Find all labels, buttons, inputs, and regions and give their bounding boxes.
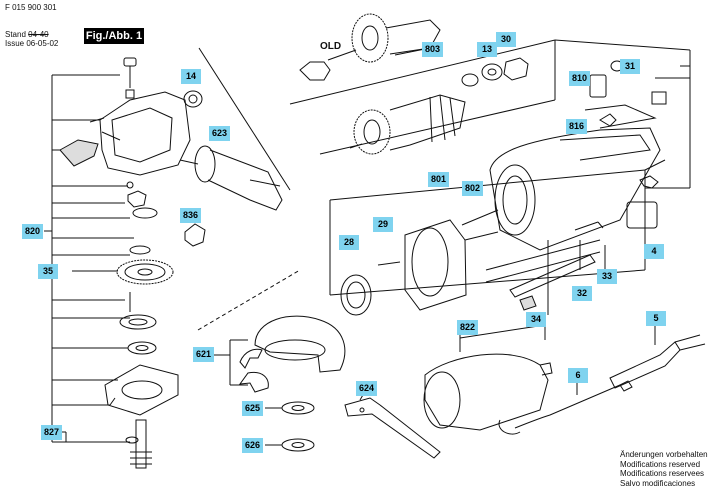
callout-4: 4 bbox=[644, 244, 664, 259]
motor-housing-group bbox=[329, 39, 691, 316]
modifications-notice: Änderungen vorbehalten Modifications res… bbox=[620, 450, 708, 488]
stand-value: 04-40 bbox=[28, 30, 49, 39]
callout-827: 827 bbox=[41, 425, 63, 440]
callout-623: 623 bbox=[209, 126, 231, 141]
callout-31: 31 bbox=[620, 59, 640, 74]
rear-housing-cord-group bbox=[423, 320, 706, 435]
auxiliary-handle bbox=[179, 47, 291, 211]
callout-34: 34 bbox=[526, 312, 546, 327]
issue-line: Issue 06-05-02 bbox=[5, 39, 58, 48]
callout-801: 801 bbox=[428, 172, 450, 187]
callout-624: 624 bbox=[356, 381, 378, 396]
gear-head-assembly bbox=[59, 57, 206, 469]
figure-label: Fig./Abb. 1 bbox=[84, 28, 144, 44]
old-label: OLD bbox=[320, 41, 342, 52]
notice-fr: Modifications reservees bbox=[620, 469, 705, 478]
callout-803: 803 bbox=[422, 42, 444, 57]
callout-626: 626 bbox=[242, 438, 264, 453]
wheel-guard-group bbox=[196, 269, 441, 459]
armature-group bbox=[289, 13, 556, 155]
callout-5: 5 bbox=[646, 311, 666, 326]
callout-621: 621 bbox=[193, 347, 215, 362]
callout-802: 802 bbox=[462, 181, 484, 196]
callout-29: 29 bbox=[373, 217, 393, 232]
callout-810: 810 bbox=[569, 71, 591, 86]
callout-13: 13 bbox=[477, 42, 497, 57]
notice-de: Änderungen vorbehalten bbox=[620, 450, 708, 459]
stand-label: Stand bbox=[5, 30, 26, 39]
callout-32: 32 bbox=[572, 286, 592, 301]
callout-816: 816 bbox=[566, 119, 588, 134]
issue-value: 06-05-02 bbox=[26, 39, 59, 48]
notice-es: Salvo modificaciones bbox=[620, 478, 696, 488]
stand-line: Stand 04-40 bbox=[5, 30, 49, 39]
issue-label: Issue bbox=[5, 39, 25, 48]
callout-625: 625 bbox=[242, 401, 264, 416]
notice-en: Modifications reserved bbox=[620, 459, 701, 469]
callout-35: 35 bbox=[38, 264, 58, 279]
callout-30: 30 bbox=[496, 32, 516, 47]
callout-33: 33 bbox=[597, 269, 617, 284]
callout-822: 822 bbox=[457, 320, 479, 335]
document-number: F 015 900 301 bbox=[5, 3, 57, 12]
callout-820: 820 bbox=[22, 224, 44, 239]
left-leader-bracket bbox=[44, 74, 130, 443]
callout-14: 14 bbox=[181, 69, 201, 84]
callout-6: 6 bbox=[568, 368, 588, 383]
callout-836: 836 bbox=[180, 208, 202, 223]
callout-28: 28 bbox=[339, 235, 359, 250]
